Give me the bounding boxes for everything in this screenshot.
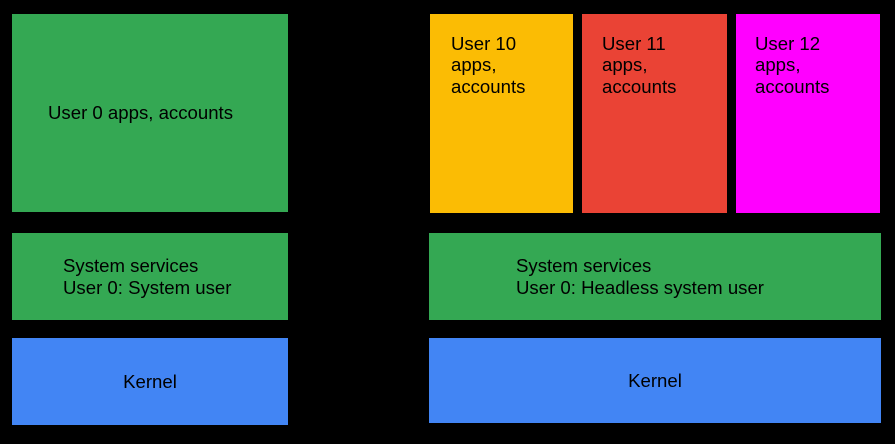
user11-apps-line2: apps,: [602, 54, 648, 76]
user12-apps-line3: accounts: [755, 75, 830, 97]
user12-apps-box: User 12 apps, accounts: [736, 14, 880, 213]
user10-apps-line1: User 10: [451, 33, 517, 54]
user11-apps-box: User 11 apps, accounts: [582, 14, 727, 213]
kernel-right-box: Kernel: [429, 338, 881, 423]
user0-apps-label: User 0 apps, accounts: [48, 102, 234, 124]
user12-apps-line1: User 12: [755, 33, 821, 54]
system-services-right-box: System services User 0: Headless system …: [429, 233, 881, 320]
user11-apps-line1: User 11: [602, 33, 666, 54]
kernel-left-label: Kernel: [123, 370, 177, 392]
user10-apps-line3: accounts: [451, 75, 526, 97]
system-services-left-line1: System services: [63, 255, 199, 277]
kernel-right-label: Kernel: [628, 369, 682, 391]
system-services-left-box: System services User 0: System user: [12, 233, 288, 320]
user11-apps-line3: accounts: [602, 75, 677, 97]
user0-apps-box: User 0 apps, accounts: [12, 14, 288, 212]
kernel-left-box: Kernel: [12, 338, 288, 425]
system-services-left-line2: User 0: System user: [63, 276, 232, 298]
system-services-right-line1: System services: [516, 255, 652, 277]
user10-apps-line2: apps,: [451, 54, 497, 76]
user12-apps-line2: apps,: [755, 54, 801, 76]
system-services-right-line2: User 0: Headless system user: [516, 276, 765, 298]
user10-apps-box: User 10 apps, accounts: [430, 14, 573, 213]
